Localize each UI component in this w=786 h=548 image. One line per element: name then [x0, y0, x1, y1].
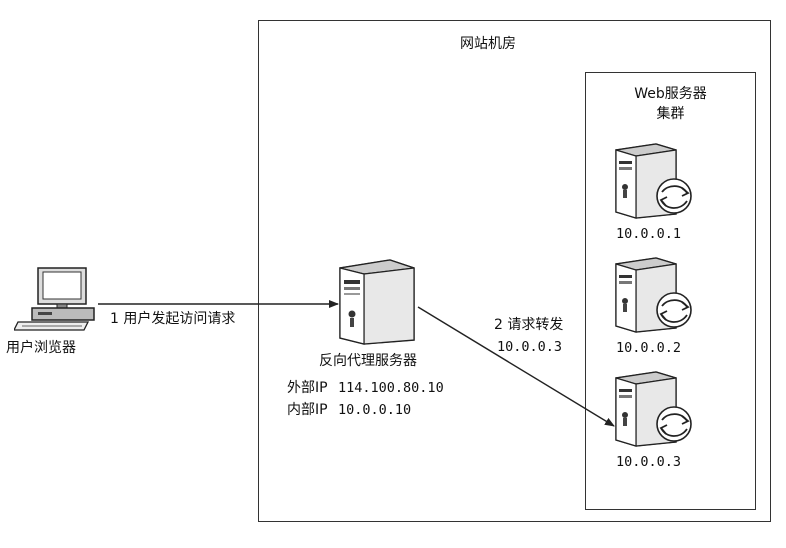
web-server-globe-icon [615, 143, 692, 219]
datacenter-label: 网站机房 [460, 36, 516, 52]
cluster-label-line1: Web服务器 [634, 86, 707, 102]
proxy-external-ip-row: 外部IP 114.100.80.10 [287, 380, 444, 397]
desktop-computer-icon [14, 267, 95, 331]
web-server-globe-icon [615, 257, 692, 333]
step2-ip: 10.0.0.3 [497, 339, 563, 355]
browser-label: 用户浏览器 [6, 340, 76, 356]
step2-label: 2 请求转发 [494, 317, 564, 333]
web-server-globe-icon [615, 371, 692, 447]
web-server-ip-2: 10.0.0.2 [616, 340, 682, 356]
proxy-internal-ip: 10.0.0.10 [338, 402, 412, 418]
web-server-ip-1: 10.0.0.1 [616, 226, 682, 242]
proxy-name: 反向代理服务器 [319, 353, 417, 369]
proxy-internal-ip-row: 内部IP 10.0.0.10 [287, 402, 411, 419]
proxy-external-ip: 114.100.80.10 [338, 380, 444, 396]
datacenter-box [258, 20, 771, 522]
web-cluster-box [585, 72, 756, 510]
tower-server-icon [339, 259, 415, 345]
proxy-internal-ip-label: 内部IP [287, 402, 328, 418]
web-server-ip-3: 10.0.0.3 [616, 454, 682, 470]
arrow-proxy-to-server3 [417, 306, 615, 427]
proxy-external-ip-label: 外部IP [287, 380, 328, 396]
step1-label: 1 用户发起访问请求 [110, 311, 236, 327]
cluster-label-line2: 集群 [656, 106, 685, 122]
